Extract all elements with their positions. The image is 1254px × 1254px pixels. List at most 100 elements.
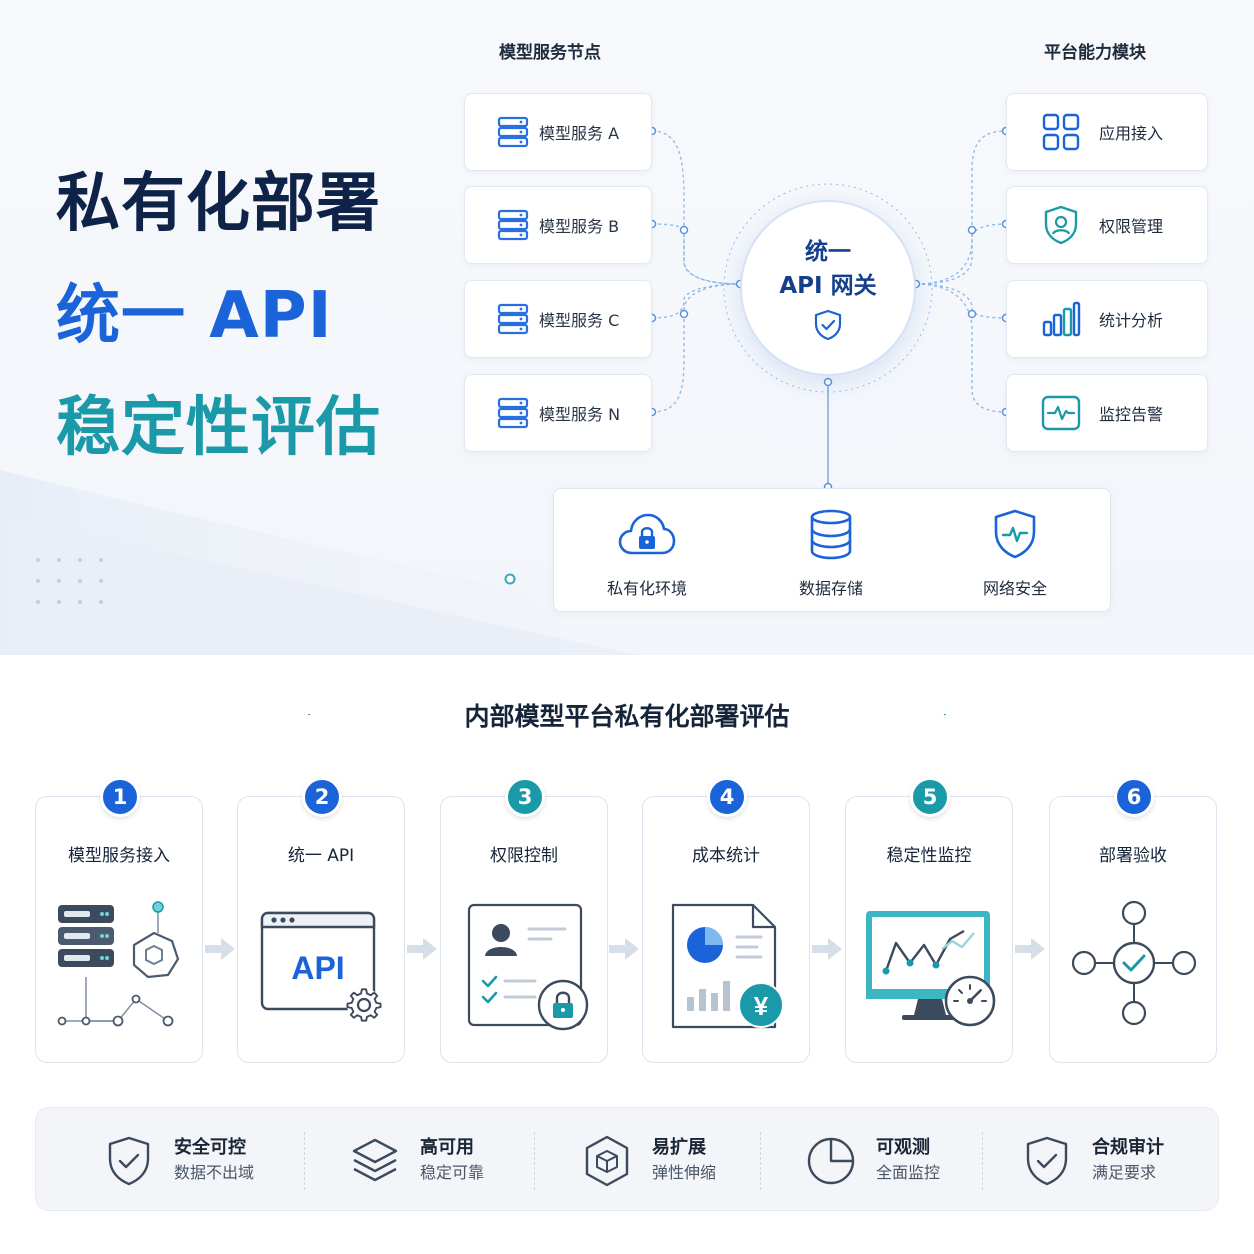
module-statistics[interactable]: 统计分析 [1006,280,1208,358]
feature-observability: 可观测 全面监控 [806,1134,940,1188]
arrow-right-icon [1015,938,1045,960]
step-number: 1 [100,777,140,817]
layers-icon [350,1134,400,1188]
model-nodes-heading: 模型服务节点 [499,43,601,63]
feature-bar: 安全可控 数据不出域 高可用 稳定可靠 易扩展 弹性伸缩 可观测 全面监控 [35,1107,1219,1211]
hero-title-deploy: 私有化部署 [56,167,381,241]
gateway-label-line1: 统一 [805,239,851,265]
api-window-icon: API [260,911,382,1022]
hero-title-stability: 稳定性评估 [56,391,381,465]
feature-subtitle: 数据不出域 [174,1163,255,1182]
pulse-monitor-icon [1041,393,1081,433]
model-node-n[interactable]: 模型服务 N [464,374,652,452]
cube-hexagon-icon [582,1134,632,1188]
infra-label: 私有化环境 [606,579,687,598]
feature-title: 易扩展 [652,1137,706,1158]
step-label: 模型服务接入 [68,846,170,866]
cost-report-icon: ¥ [671,903,784,1029]
infra-label: 数据存储 [798,579,863,598]
feature-divider [534,1132,535,1190]
step-number: 3 [505,777,545,817]
shield-check-icon [814,309,842,341]
title-line-right [943,714,993,716]
feature-subtitle: 全面监控 [876,1163,941,1182]
feature-title: 可观测 [876,1137,930,1158]
feature-title: 合规审计 [1092,1137,1164,1158]
node-check-icon [1071,900,1197,1026]
model-node-label: 模型服务 A [539,124,620,143]
arrow-right-icon [609,938,639,960]
infra-network-security[interactable]: 网络安全 [940,507,1090,599]
infra-data-storage[interactable]: 数据存储 [756,507,906,599]
model-node-b[interactable]: 模型服务 B [464,186,652,264]
step-label: 成本统计 [692,846,760,866]
feature-compliance: 合规审计 满足要求 [1022,1134,1164,1188]
step-deployment-acceptance[interactable]: 6 部署验收 [1049,777,1217,1063]
api-gateway[interactable]: 统一 API 网关 [740,200,916,376]
module-label: 应用接入 [1099,124,1164,143]
server-stack-icon [495,114,531,150]
step-access-control[interactable]: 3 权限控制 [440,777,608,1063]
model-node-c[interactable]: 模型服务 C [464,280,652,358]
shield-check-icon [104,1134,154,1188]
step-label: 统一 API [287,846,355,866]
decorative-dots [36,558,116,608]
feature-divider [304,1132,305,1190]
hero-title-api: 统一 API [56,279,333,353]
api-text: API [291,950,344,986]
step-number: 4 [707,777,747,817]
model-node-label: 模型服务 B [539,217,620,236]
step-label: 稳定性监控 [886,846,972,866]
module-app-access[interactable]: 应用接入 [1006,93,1208,171]
gateway-label-line2: API 网关 [779,273,877,299]
module-label: 权限管理 [1099,217,1164,236]
step-stability-monitoring[interactable]: 5 稳定性监控 [845,777,1013,1063]
bar-chart-icon [1041,299,1081,339]
grid-apps-icon [1041,112,1081,152]
shield-check-icon [1022,1134,1072,1188]
step-number: 6 [1114,777,1154,817]
step-number: 2 [302,777,342,817]
model-node-label: 模型服务 N [539,405,621,424]
background-wave [0,470,640,655]
step-unified-api[interactable]: 2 统一 API API [237,777,405,1063]
server-stack-icon [495,207,531,243]
step-cost-statistics[interactable]: 4 成本统计 ¥ [642,777,810,1063]
arrow-right-icon [205,938,235,960]
cloud-lock-icon [617,507,677,561]
module-label: 统计分析 [1099,311,1164,330]
feature-subtitle: 满足要求 [1092,1163,1157,1182]
shield-user-icon [1041,205,1081,245]
module-label: 监控告警 [1099,405,1164,424]
feature-title: 高可用 [420,1137,474,1158]
model-node-label: 模型服务 C [539,311,620,330]
feature-divider [760,1132,761,1190]
process-title: 内部模型平台私有化部署评估 [464,702,790,731]
feature-subtitle: 稳定可靠 [420,1163,485,1182]
feature-title: 安全可控 [174,1137,246,1158]
step-label: 权限控制 [490,846,558,866]
feature-security: 安全可控 数据不出域 [104,1134,254,1188]
platform-modules-heading: 平台能力模块 [1044,43,1146,63]
server-network-icon [57,901,180,1027]
step-model-access[interactable]: 1 模型服务接入 [35,777,203,1063]
feature-divider [982,1132,983,1190]
arrow-right-icon [812,938,842,960]
model-node-a[interactable]: 模型服务 A [464,93,652,171]
architecture-panel: 私有化部署 统一 API 稳定性评估 [0,0,1254,655]
yuan-text: ¥ [754,991,769,1021]
feature-scalability: 易扩展 弹性伸缩 [582,1134,716,1188]
step-number: 5 [910,777,950,817]
user-lock-icon [467,903,589,1031]
module-permissions[interactable]: 权限管理 [1006,186,1208,264]
infra-private-env[interactable]: 私有化环境 [572,507,722,599]
title-line-left [261,714,311,716]
arrow-right-icon [407,938,437,960]
database-icon [801,507,861,561]
step-label: 部署验收 [1099,846,1167,866]
shield-pulse-icon [985,507,1045,561]
infra-label: 网络安全 [982,579,1047,598]
server-stack-icon [495,395,531,431]
infrastructure-panel: 私有化环境 数据存储 网络安全 [553,488,1111,612]
module-monitoring[interactable]: 监控告警 [1006,374,1208,452]
